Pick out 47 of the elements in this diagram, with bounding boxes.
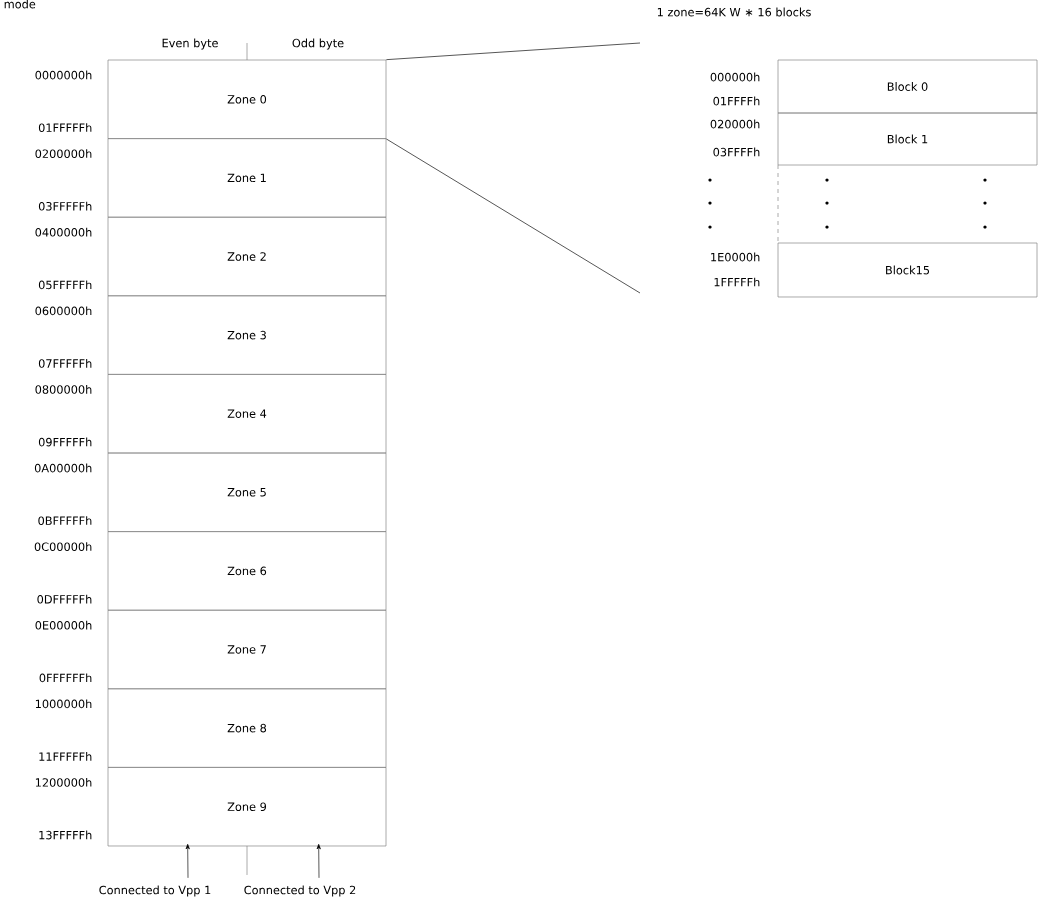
zone-box: Zone 9: [107, 767, 387, 847]
zoom-line: [386, 138, 641, 294]
zone-box: Zone 2: [107, 216, 387, 297]
address-label: 1000000h: [35, 699, 92, 709]
address-label: 0000000h: [35, 70, 92, 80]
leader-arrow: [185, 843, 190, 879]
address-label: 07FFFFFh: [38, 359, 92, 368]
block-box: Block15: [777, 242, 1038, 298]
zone-box: Zone 4: [107, 374, 387, 454]
address-label: 01FFFFFh: [38, 123, 92, 132]
zone-box: Zone 1: [107, 138, 387, 218]
address-label: 0A00000h: [34, 463, 92, 473]
zone-box: Zone 5: [107, 452, 387, 532]
caption-text: Connected to Vpp 2: [244, 885, 356, 897]
address-label: 1FFFFFh: [714, 277, 760, 287]
block-box: Block 0: [777, 59, 1038, 114]
address-label: 020000h: [710, 119, 760, 129]
address-label: 0400000h: [35, 227, 92, 237]
address-label: 0600000h: [35, 306, 92, 316]
address-label: 0FFFFFFh: [39, 673, 92, 683]
zoom-line: [386, 42, 641, 60]
address-label: 03FFFFh: [713, 147, 760, 157]
address-label: 000000h: [710, 72, 760, 82]
zone-box: Zone 7: [107, 609, 387, 690]
address-label: 0DFFFFFh: [37, 594, 92, 604]
zone-box: Zone 3: [107, 295, 387, 375]
address-label: 11FFFFFh: [39, 752, 92, 761]
address-label: 09FFFFFh: [38, 437, 92, 447]
address-label: 0C00000h: [34, 542, 92, 551]
cut-text: mode: [4, 0, 36, 9]
address-label: 13FFFFFh: [39, 830, 92, 840]
address-label: 0200000h: [35, 149, 92, 158]
block-box: Block 1: [777, 112, 1038, 166]
heading-text: 1 zone=64K W ∗ 16 blocks: [657, 7, 811, 17]
address-label: 03FFFFFh: [38, 201, 92, 211]
zone-box: Zone 0: [107, 59, 387, 139]
zone-box: Zone 6: [107, 531, 387, 611]
address-label: 0E00000h: [35, 620, 92, 630]
address-label: 01FFFFh: [713, 96, 760, 106]
leader-arrow: [316, 843, 321, 879]
address-label: 0800000h: [35, 385, 92, 394]
address-label: 1E0000h: [711, 252, 760, 262]
caption-text: Connected to Vpp 1: [99, 885, 211, 897]
address-label: 0BFFFFFh: [38, 516, 92, 525]
address-label: 05FFFFFh: [38, 280, 92, 290]
zone-box: Zone 8: [107, 688, 387, 768]
address-label: 1200000h: [35, 778, 92, 787]
